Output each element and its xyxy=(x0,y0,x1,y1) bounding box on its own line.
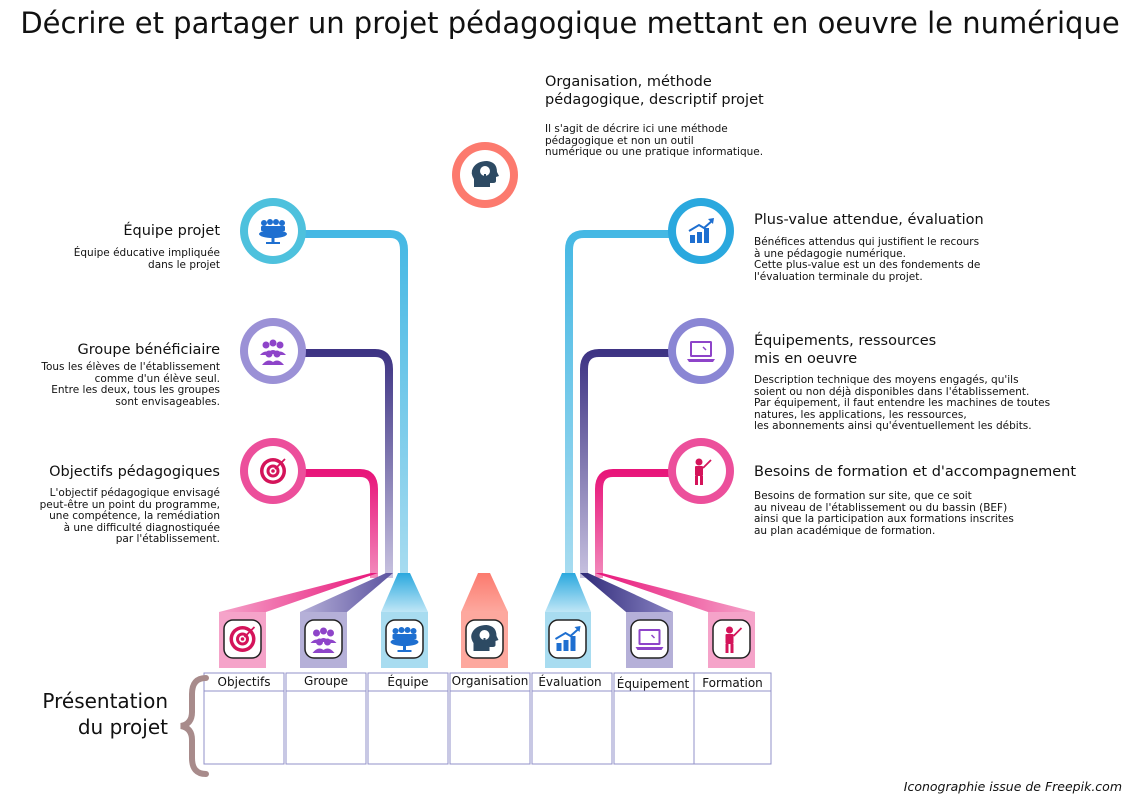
column-header-organisation: Organisation xyxy=(451,674,529,688)
group-people-icon xyxy=(310,627,337,653)
connector-equipement xyxy=(580,349,670,578)
node-title-evaluation: Plus-value attendue, évaluation xyxy=(754,212,984,228)
column-header-equipement: Équipement xyxy=(616,677,690,691)
teacher-board-icon xyxy=(695,458,712,485)
growth-chart-icon xyxy=(688,218,714,243)
column-header-evaluation: Évaluation xyxy=(538,675,602,689)
meeting-table-icon xyxy=(259,219,287,244)
node-title-groupe: Groupe bénéficiaire xyxy=(77,342,220,358)
connector-equipe xyxy=(302,230,408,578)
node-desc-equipe: Équipe éducative impliquée dans le proje… xyxy=(73,247,220,271)
curly-brace xyxy=(180,675,209,777)
node-title-organisation: Organisation, méthode pédagogique, descr… xyxy=(545,74,764,108)
node-circle-organisation xyxy=(452,142,518,208)
node-title-equipe: Équipe projet xyxy=(123,223,220,239)
teacher-board-icon xyxy=(725,626,743,653)
node-desc-organisation: Il s'agit de décrire ici une méthode péd… xyxy=(545,123,764,158)
head-idea-icon xyxy=(471,625,499,651)
presentation-label: Présentation du projet xyxy=(42,689,168,739)
connector-lines xyxy=(302,200,670,578)
node-desc-formation: Besoins de formation sur site, que ce so… xyxy=(754,490,1014,537)
node-circle-equipe xyxy=(240,198,306,264)
fan-objectifs xyxy=(219,573,378,612)
node-title-objectifs: Objectifs pédagogiques xyxy=(49,464,220,480)
target-icon xyxy=(260,458,286,484)
group-people-icon xyxy=(260,339,286,365)
node-title-equipement: Équipements, ressources mis en oeuvre xyxy=(754,333,937,367)
laptop-icon xyxy=(687,341,715,362)
fan-shapes xyxy=(219,573,755,612)
fan-formation xyxy=(595,573,755,612)
node-title-formation: Besoins de formation et d'accompagnement xyxy=(754,464,1077,480)
node-circle-groupe xyxy=(240,318,306,384)
connector-formation xyxy=(595,469,670,578)
fan-equipe xyxy=(381,573,428,612)
target-icon xyxy=(229,626,256,652)
node-circle-objectifs xyxy=(240,438,306,504)
credit-text: Iconographie issue de Freepik.com xyxy=(903,779,1122,794)
node-circle-formation xyxy=(668,438,734,504)
fan-groupe xyxy=(300,573,393,612)
growth-chart-icon xyxy=(554,626,581,651)
laptop-icon xyxy=(635,629,664,650)
head-idea-icon xyxy=(471,161,499,187)
fan-equipement xyxy=(580,573,673,612)
column-header-equipe: Équipe xyxy=(387,675,429,689)
column-header-objectifs: Objectifs xyxy=(217,675,271,689)
node-desc-equipement: Description technique des moyens engagés… xyxy=(754,374,1051,432)
node-circle-equipement xyxy=(668,318,734,384)
meeting-table-icon xyxy=(390,627,419,652)
node-circle-evaluation xyxy=(668,198,734,264)
column-header-groupe: Groupe xyxy=(304,674,348,688)
node-desc-groupe: Tous les élèves de l'établissement comme… xyxy=(41,361,220,408)
fan-evaluation xyxy=(545,573,591,612)
column-header-formation: Formation xyxy=(702,676,763,690)
connector-groupe xyxy=(302,349,393,578)
page-title: Décrire et partager un projet pédagogiqu… xyxy=(20,6,1120,40)
connector-evaluation xyxy=(565,230,670,578)
fan-organisation xyxy=(461,573,508,612)
connector-objectifs xyxy=(302,469,378,578)
presentation-table xyxy=(203,672,772,765)
node-desc-evaluation: Bénéfices attendus qui justifient le rec… xyxy=(754,236,981,283)
node-desc-objectifs: L'objectif pédagogique envisagé peut-êtr… xyxy=(39,487,220,545)
